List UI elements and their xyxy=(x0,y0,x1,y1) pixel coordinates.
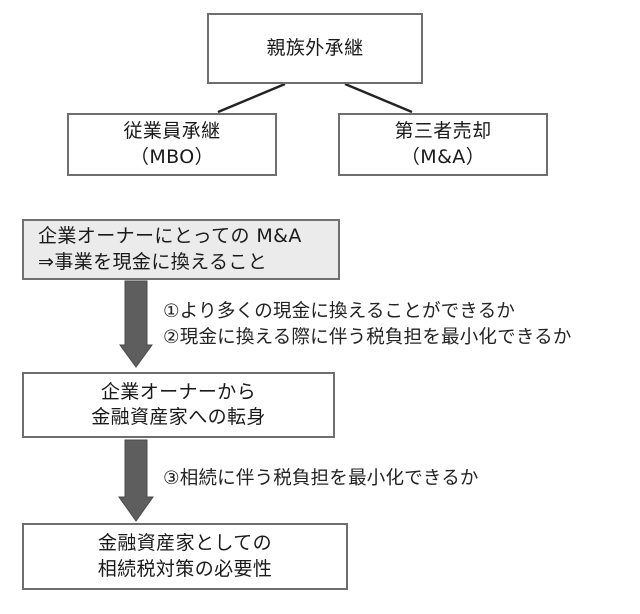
node-inheritance-tax-necessity-line-2: 相続税対策の必要性 xyxy=(97,557,273,580)
block-arrow-down-2 xyxy=(118,439,154,522)
node-ma-for-owner-line-2: ⇒事業を現金に換えること xyxy=(38,250,268,273)
annotation-condition-inheritance-tax: ③相続に伴う税負担を最小化できるか xyxy=(163,466,479,492)
block-arrow-down-1 xyxy=(119,280,153,368)
node-inheritance-tax-necessity[interactable]: 金融資産家としての 相続税対策の必要性 xyxy=(22,523,348,590)
node-non-family-succession-line-1: 親族外承継 xyxy=(266,36,364,59)
connector-line-to-ma xyxy=(344,82,413,114)
annotation-line-2: ②現金に換える際に伴う税負担を最小化できるか xyxy=(163,327,572,349)
node-owner-to-financial-assets[interactable]: 企業オーナーから 金融資産家への転身 xyxy=(22,372,335,438)
node-employee-succession-line-1: 従業員承継 xyxy=(123,120,221,143)
node-employee-succession[interactable]: 従業員承継 （MBO） xyxy=(67,113,277,176)
node-third-party-sale-line-1: 第三者売却 xyxy=(394,120,492,143)
node-ma-for-owner[interactable]: 企業オーナーにとっての M&A ⇒事業を現金に換えること xyxy=(22,219,340,280)
node-owner-to-financial-assets-line-1: 企業オーナーから xyxy=(100,380,257,403)
connector-line-to-mbo xyxy=(217,82,286,114)
node-owner-to-financial-assets-line-2: 金融資産家への転身 xyxy=(91,406,266,428)
node-inheritance-tax-necessity-line-1: 金融資産家としての xyxy=(97,532,273,555)
node-employee-succession-line-2: （MBO） xyxy=(129,145,215,168)
node-ma-for-owner-line-1: 企業オーナーにとっての M&A xyxy=(38,225,302,248)
annotation-line-1: ①より多くの現金に換えることができるか xyxy=(163,301,516,322)
node-third-party-sale-line-2: （M&A） xyxy=(400,145,486,168)
annotation-conditions-cash-conversion: ①より多くの現金に換えることができるか ②現金に換える際に伴う税負担を最小化でき… xyxy=(163,299,572,352)
annotation-line-3: ③相続に伴う税負担を最小化できるか xyxy=(163,468,479,489)
node-third-party-sale[interactable]: 第三者売却 （M&A） xyxy=(338,113,548,176)
node-non-family-succession[interactable]: 親族外承継 xyxy=(207,13,423,84)
